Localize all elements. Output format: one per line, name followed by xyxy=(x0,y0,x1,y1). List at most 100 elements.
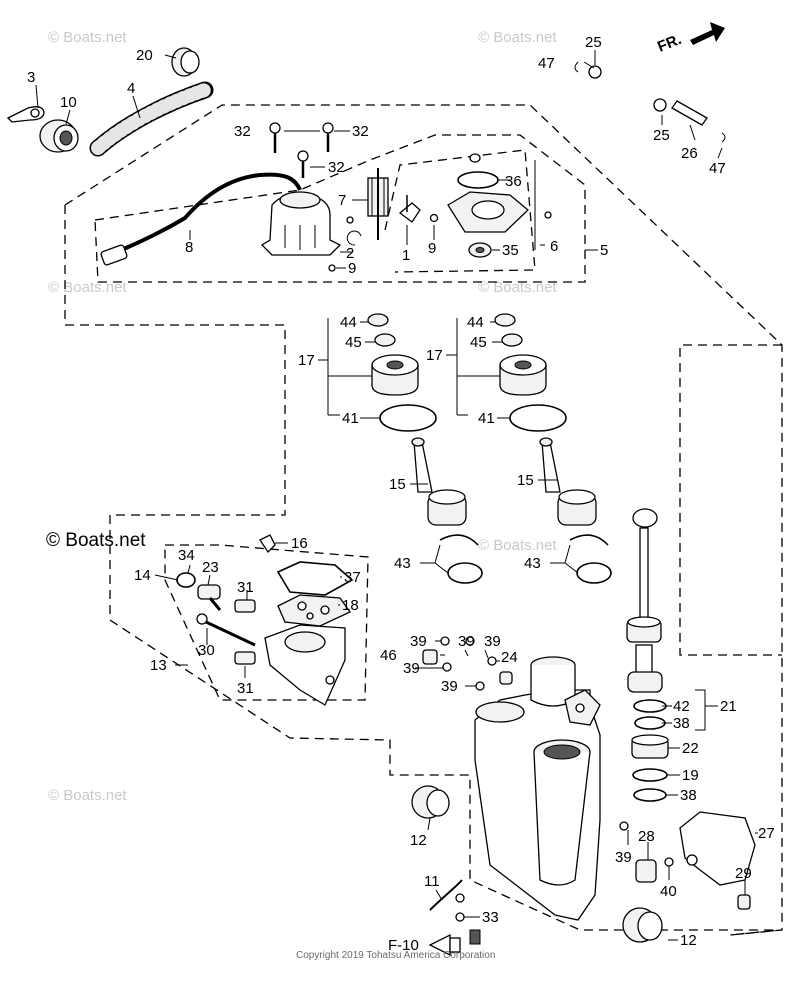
callout-45: 45 xyxy=(470,334,487,351)
main-assembly-outline-left xyxy=(64,205,780,931)
callout-14: 14 xyxy=(134,567,151,584)
cylinder-right xyxy=(494,313,612,584)
callout-12: 12 xyxy=(680,932,697,949)
callout-39: 39 xyxy=(410,633,427,650)
part-1-brush-holder xyxy=(398,195,421,223)
callout-39: 39 xyxy=(615,849,632,866)
callout-43: 43 xyxy=(394,555,411,572)
part-9-screws xyxy=(328,213,439,272)
callout-22: 22 xyxy=(682,740,699,757)
callout-42: 42 xyxy=(673,698,690,715)
pump-housing xyxy=(264,624,346,706)
part-32-screws xyxy=(269,122,334,178)
callout-39: 39 xyxy=(458,633,475,650)
callout-41: 41 xyxy=(478,410,495,427)
callout-25: 25 xyxy=(653,127,670,144)
callout-21: 21 xyxy=(720,698,737,715)
callout-32: 32 xyxy=(328,159,345,176)
part-30-bolt xyxy=(196,613,256,647)
part-21-trim-rod xyxy=(626,508,663,693)
part-27-reservoir xyxy=(679,811,756,886)
part-25-26-47-pin-set xyxy=(574,61,726,143)
callout-11: 11 xyxy=(424,873,440,890)
callout-25: 25 xyxy=(585,34,602,51)
callout-27: 27 xyxy=(758,825,775,842)
callout-44: 44 xyxy=(467,314,484,331)
callout-38: 38 xyxy=(673,715,690,732)
callout-6: 6 xyxy=(550,238,558,255)
callout-43: 43 xyxy=(524,555,541,572)
callout-17: 17 xyxy=(426,347,443,364)
callout-7: 7 xyxy=(338,192,346,209)
part-3-clip xyxy=(6,106,45,123)
callout-29: 29 xyxy=(735,865,752,882)
callout-47: 47 xyxy=(538,55,555,72)
callout-39: 39 xyxy=(403,660,420,677)
leader-lines xyxy=(35,50,758,941)
callout-3: 3 xyxy=(27,69,35,86)
callout-34: 34 xyxy=(178,547,195,564)
reference-label: F-10 xyxy=(388,937,419,954)
callout-1: 1 xyxy=(402,247,410,264)
callout-41: 41 xyxy=(342,410,359,427)
assembly-outlines xyxy=(64,104,783,936)
trim-rings xyxy=(631,699,669,802)
callout-19: 19 xyxy=(682,767,699,784)
callout-5: 5 xyxy=(600,242,608,259)
main-pump-body xyxy=(474,656,601,921)
callout-46: 46 xyxy=(380,647,397,664)
part-8-motor-cable xyxy=(100,172,302,266)
callout-4: 4 xyxy=(127,80,135,97)
part-16-valve xyxy=(259,534,276,554)
watermark: © Boats.net xyxy=(48,787,127,804)
callout-2: 2 xyxy=(346,245,354,262)
callout-45: 45 xyxy=(345,334,362,351)
callout-30: 30 xyxy=(198,642,215,659)
callout-13: 13 xyxy=(150,657,167,674)
part-35-washer xyxy=(468,242,492,258)
callout-16: 16 xyxy=(291,535,308,552)
valve-assembly-outline xyxy=(164,544,369,701)
part-2-clip xyxy=(346,230,362,246)
callout-23: 23 xyxy=(202,559,219,576)
watermark-main: © Boats.net xyxy=(46,530,146,551)
watermark: © Boats.net xyxy=(478,537,557,554)
callout-38: 38 xyxy=(680,787,697,804)
callout-39: 39 xyxy=(441,678,458,695)
part-31-plugs xyxy=(234,599,256,665)
watermark: © Boats.net xyxy=(478,29,557,46)
callout-18: 18 xyxy=(342,597,359,614)
part-34-ring xyxy=(176,572,196,588)
callout-24: 24 xyxy=(501,649,518,666)
main-assembly-outline-right xyxy=(679,344,782,656)
callout-28: 28 xyxy=(638,828,655,845)
callout-9: 9 xyxy=(348,260,356,277)
callout-9: 9 xyxy=(428,240,436,257)
callout-37: 37 xyxy=(344,569,361,586)
callout-numbers: 3 10 4 20 47 25 25 26 47 32 32 32 7 36 8… xyxy=(27,34,775,954)
callout-17: 17 xyxy=(298,352,315,369)
callout-32: 32 xyxy=(234,123,251,140)
watermark: © Boats.net xyxy=(48,29,127,46)
part-23-valve-plug xyxy=(197,584,222,611)
part-18-plate xyxy=(277,594,351,627)
callout-20: 20 xyxy=(136,47,153,64)
motor-assembly-outline xyxy=(94,134,586,283)
part-10-grommet xyxy=(39,119,79,153)
callout-44: 44 xyxy=(340,314,357,331)
callout-32: 32 xyxy=(352,123,369,140)
callout-40: 40 xyxy=(660,883,677,900)
callout-39: 39 xyxy=(484,633,501,650)
callout-8: 8 xyxy=(185,239,193,256)
callout-15: 15 xyxy=(517,472,534,489)
callout-31: 31 xyxy=(237,680,254,697)
part-37-gasket xyxy=(276,561,354,596)
callout-33: 33 xyxy=(482,909,499,926)
reference-arrow xyxy=(428,933,461,957)
part-6-end-cap xyxy=(447,191,552,233)
part-12-bushings xyxy=(411,785,663,943)
callout-47: 47 xyxy=(709,160,726,177)
part-7-armature xyxy=(367,168,389,240)
callout-26: 26 xyxy=(681,145,698,162)
